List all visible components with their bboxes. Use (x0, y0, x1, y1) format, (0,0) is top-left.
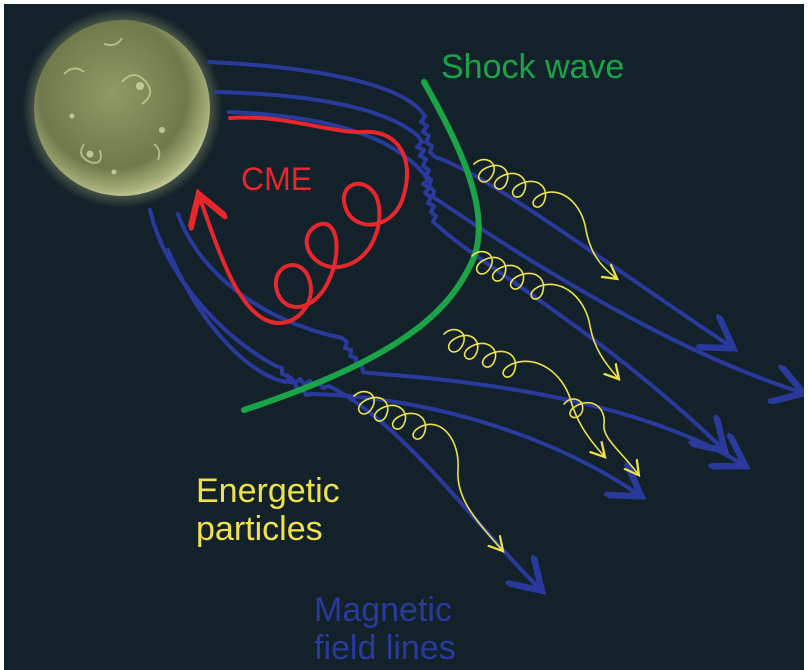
magnetic-line-1: Magnetic (314, 591, 452, 629)
cme-label: CME (241, 161, 313, 198)
cme-loops (200, 115, 410, 325)
magnetic-field-lines-label: Magnetic field lines (314, 591, 456, 667)
diagram-canvas: Shock wave CME Energetic particles Magne… (4, 4, 804, 670)
particle-path-2 (471, 250, 618, 378)
energetic-particles-label: Energetic particles (196, 472, 340, 548)
field-line-4 (176, 212, 742, 464)
particle-path-4 (353, 390, 502, 550)
energetic-line-2: particles (196, 510, 323, 549)
magnetic-line-2: field lines (314, 629, 456, 668)
cme-shock-diagram (22, 8, 804, 670)
cme-text: CME (241, 161, 313, 197)
energetic-line-1: Energetic (196, 472, 340, 510)
field-line-1 (207, 60, 730, 346)
energetic-particle-paths (353, 158, 638, 550)
particle-path-5 (563, 398, 638, 474)
sun-image (22, 8, 222, 208)
particle-path-3 (443, 328, 604, 456)
shock-wave-line (241, 79, 482, 413)
field-line-2 (214, 90, 800, 392)
shock-wave-text: Shock wave (441, 48, 625, 86)
field-line-5 (148, 208, 638, 494)
shock-wave-label: Shock wave (441, 48, 624, 86)
